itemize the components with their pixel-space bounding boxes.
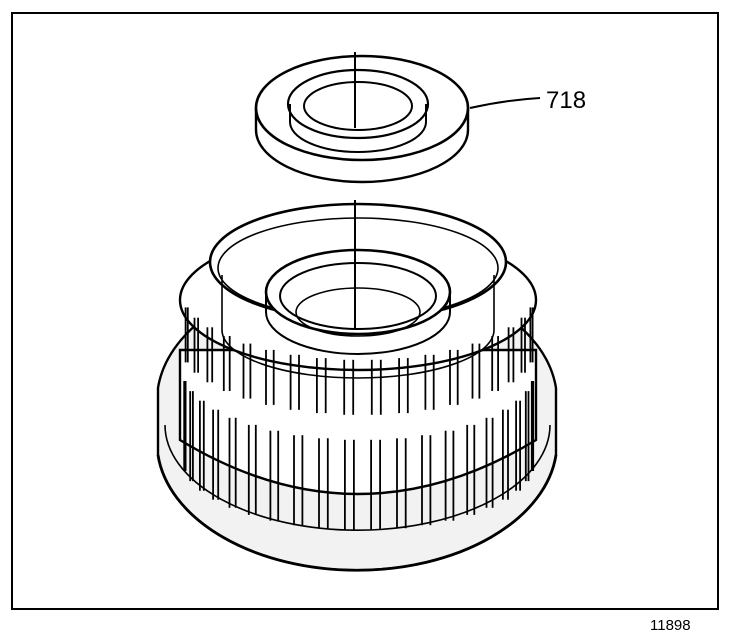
callout-leader [469, 97, 541, 109]
hub-splines-upper [184, 307, 534, 415]
thrust-washer-718 [254, 54, 470, 184]
figure-frame [11, 12, 719, 610]
clutch-hub [178, 202, 538, 530]
callout-label: 718 [546, 87, 586, 114]
hub-splines-lower [183, 381, 535, 530]
figure-number: 11898 [650, 617, 691, 634]
